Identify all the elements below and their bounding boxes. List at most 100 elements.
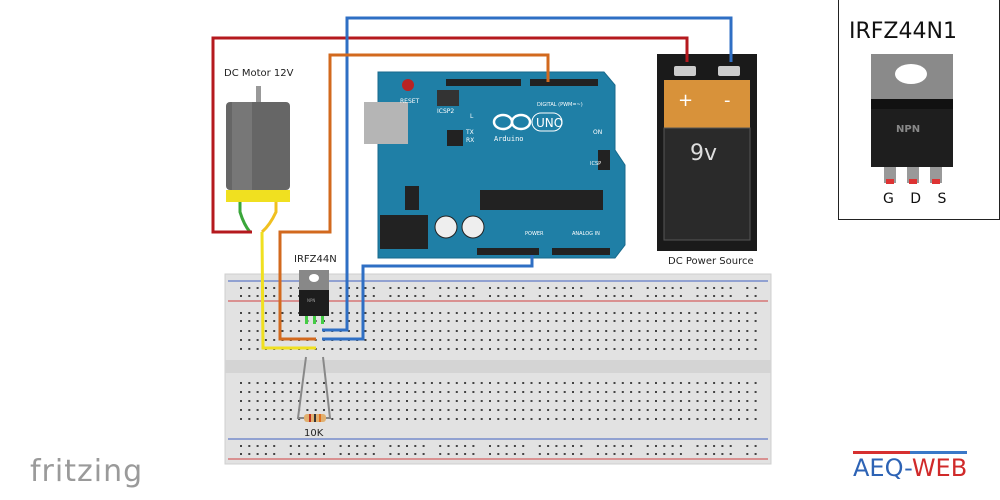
breadboard-hole bbox=[430, 348, 433, 350]
breadboard-hole bbox=[256, 348, 259, 350]
breadboard-hole bbox=[339, 400, 342, 402]
breadboard-hole bbox=[580, 320, 583, 322]
breadboard-hole bbox=[522, 453, 525, 455]
breadboard-hole bbox=[264, 339, 267, 341]
breadboard-hole bbox=[289, 409, 292, 411]
breadboard-hole bbox=[439, 330, 442, 332]
breadboard-hole bbox=[439, 339, 442, 341]
breadboard-hole bbox=[547, 453, 550, 455]
breadboard-hole bbox=[538, 312, 541, 314]
breadboard-hole bbox=[679, 348, 682, 350]
breadboard-hole bbox=[696, 409, 699, 411]
breadboard-hole bbox=[497, 348, 500, 350]
breadboard-hole bbox=[347, 330, 350, 332]
breadboard-hole bbox=[679, 382, 682, 384]
breadboard-hole bbox=[746, 382, 749, 384]
breadboard-hole bbox=[621, 409, 624, 411]
breadboard-hole bbox=[696, 418, 699, 420]
breadboard-hole bbox=[406, 391, 408, 393]
breadboard-hole bbox=[455, 418, 458, 420]
reference-title: IRFZ44N1 bbox=[849, 19, 957, 44]
mosfet-irfz44n: NPN bbox=[299, 270, 329, 324]
breadboard-hole bbox=[530, 382, 533, 384]
breadboard-hole bbox=[738, 339, 740, 341]
breadboard-hole bbox=[497, 418, 500, 420]
breadboard-hole bbox=[480, 382, 483, 384]
breadboard-hole bbox=[248, 312, 251, 314]
breadboard-hole bbox=[621, 445, 624, 447]
mosfet-label: IRFZ44N bbox=[294, 254, 337, 265]
breadboard-hole bbox=[364, 348, 367, 350]
breadboard-hole bbox=[256, 445, 259, 447]
breadboard-hole bbox=[372, 391, 375, 393]
breadboard-hole bbox=[721, 312, 724, 314]
breadboard-hole bbox=[240, 312, 242, 314]
breadboard-hole bbox=[389, 339, 392, 341]
breadboard-hole bbox=[347, 348, 350, 350]
power-label-text: DC Power Source bbox=[668, 256, 754, 267]
breadboard-hole bbox=[447, 348, 450, 350]
breadboard-hole bbox=[704, 391, 707, 393]
breadboard-hole bbox=[621, 391, 624, 393]
breadboard-hole bbox=[248, 382, 251, 384]
breadboard-hole bbox=[397, 418, 400, 420]
breadboard-hole bbox=[273, 400, 276, 402]
breadboard-hole bbox=[572, 445, 574, 447]
breadboard-hole bbox=[646, 295, 649, 297]
breadboard-hole bbox=[306, 453, 309, 455]
breadboard-hole bbox=[530, 409, 533, 411]
power-jack bbox=[380, 215, 428, 249]
breadboard-hole bbox=[655, 382, 657, 384]
breadboard-hole bbox=[696, 287, 699, 289]
breadboard-hole bbox=[447, 320, 450, 322]
breadboard-hole bbox=[738, 382, 740, 384]
breadboard-hole bbox=[547, 339, 550, 341]
breadboard-hole bbox=[331, 320, 334, 322]
breadboard-hole bbox=[547, 382, 550, 384]
led-rx-label: RX bbox=[466, 137, 474, 144]
breadboard-hole bbox=[464, 339, 467, 341]
breadboard-hole bbox=[630, 400, 633, 402]
breadboard-hole bbox=[397, 287, 400, 289]
breadboard-hole bbox=[464, 312, 467, 314]
breadboard-hole bbox=[596, 295, 599, 297]
breadboard-hole bbox=[248, 400, 251, 402]
breadboard-hole bbox=[538, 348, 541, 350]
breadboard-hole bbox=[480, 400, 483, 402]
breadboard-hole bbox=[754, 409, 757, 411]
breadboard-hole bbox=[397, 348, 400, 350]
breadboard-hole bbox=[555, 320, 558, 322]
breadboard-hole bbox=[688, 348, 691, 350]
breadboard-hole bbox=[547, 418, 550, 420]
breadboard-hole bbox=[596, 287, 599, 289]
breadboard-hole bbox=[538, 409, 541, 411]
breadboard-hole bbox=[679, 445, 682, 447]
breadboard-hole bbox=[414, 418, 417, 420]
breadboard-hole bbox=[430, 312, 433, 314]
breadboard-hole bbox=[679, 320, 682, 322]
breadboard-hole bbox=[464, 320, 467, 322]
breadboard-hole bbox=[630, 445, 633, 447]
breadboard-hole bbox=[464, 287, 467, 289]
breadboard-hole bbox=[372, 409, 375, 411]
breadboard-hole bbox=[414, 312, 417, 314]
breadboard-hole bbox=[630, 382, 633, 384]
resistor-label: 10K bbox=[304, 428, 324, 439]
breadboard-hole bbox=[422, 320, 425, 322]
breadboard-hole bbox=[671, 287, 674, 289]
aeq-logo-left: AEQ- bbox=[853, 454, 912, 482]
breadboard-hole bbox=[406, 339, 408, 341]
breadboard-hole bbox=[447, 409, 450, 411]
breadboard-hole bbox=[331, 409, 334, 411]
breadboard-hole bbox=[472, 287, 475, 289]
breadboard-hole bbox=[381, 409, 384, 411]
breadboard-hole bbox=[729, 445, 732, 447]
reset-button bbox=[402, 79, 414, 91]
breadboard-hole bbox=[555, 312, 558, 314]
breadboard-hole bbox=[447, 295, 450, 297]
analog-label: ANALOG IN bbox=[572, 231, 600, 237]
breadboard-hole bbox=[464, 330, 467, 332]
breadboard-hole bbox=[356, 409, 359, 411]
breadboard-hole bbox=[240, 320, 242, 322]
breadboard-hole bbox=[406, 348, 408, 350]
